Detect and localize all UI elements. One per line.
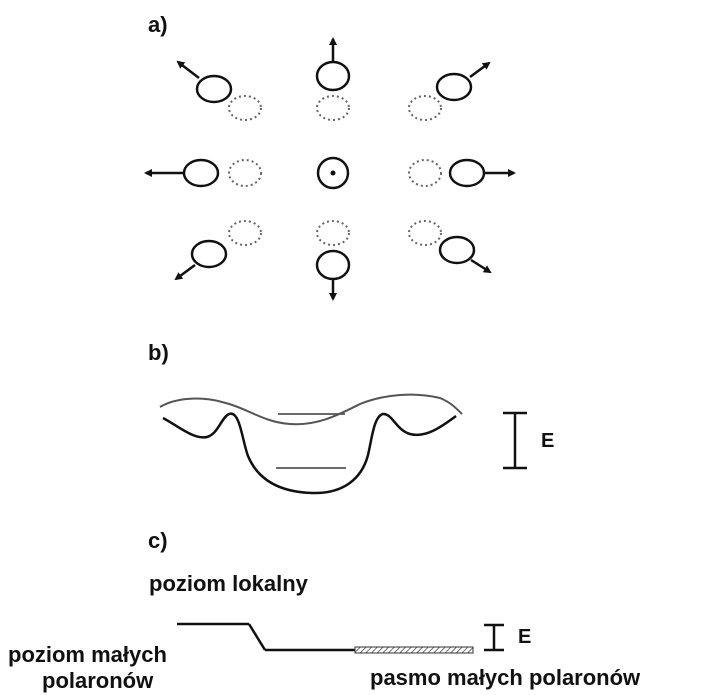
polaron-potential-well-curve bbox=[162, 412, 457, 495]
displacement-arrow-top-right bbox=[469, 61, 491, 79]
small-polaron-level-label-line1: poziom małych bbox=[8, 642, 167, 667]
displaced-atom-top bbox=[315, 60, 351, 92]
displaced-atom-bottom bbox=[315, 249, 351, 281]
equilibrium-position-bottom-right bbox=[408, 220, 442, 246]
panel-label-a: a) bbox=[148, 12, 168, 37]
displaced-atom-bottom-left bbox=[190, 239, 228, 269]
displacement-arrow-bottom-right bbox=[470, 258, 492, 274]
displaced-atom-right bbox=[448, 158, 486, 188]
energy-label-b: E bbox=[541, 430, 555, 452]
energy-level-diagram bbox=[177, 622, 504, 654]
displaced-atom-top-left bbox=[195, 74, 233, 104]
equilibrium-position-top-left bbox=[228, 95, 262, 121]
equilibrium-position-bottom bbox=[316, 220, 350, 246]
energy-label-c: E bbox=[518, 626, 532, 648]
central-charge-dot bbox=[330, 170, 336, 176]
small-polaron-level-label-line2: polaronów bbox=[42, 668, 154, 693]
undistorted-potential-curve bbox=[159, 393, 463, 426]
equilibrium-position-top bbox=[316, 95, 350, 121]
equilibrium-position-right bbox=[408, 159, 442, 187]
displaced-atom-bottom-right bbox=[438, 235, 476, 265]
displaced-atom-top-right bbox=[435, 72, 473, 102]
equilibrium-position-top-right bbox=[408, 95, 442, 121]
small-polaron-band bbox=[354, 646, 474, 654]
panel-label-c: c) bbox=[148, 528, 168, 553]
central-atom bbox=[316, 156, 350, 190]
panel-label-b: b) bbox=[148, 340, 169, 365]
potential-well-diagram bbox=[159, 393, 527, 495]
local-level-label: poziom lokalny bbox=[149, 571, 308, 596]
small-polaron-band-label: pasmo małych polaronów bbox=[370, 665, 641, 690]
displaced-atom-left bbox=[182, 158, 220, 188]
level-transition-slope bbox=[247, 623, 267, 651]
lattice-displacement-diagram bbox=[144, 37, 516, 301]
displacement-arrow-bottom-left bbox=[174, 263, 196, 281]
displacement-arrow-top-left bbox=[176, 60, 200, 79]
equilibrium-position-left bbox=[228, 159, 262, 187]
equilibrium-position-bottom-left bbox=[228, 220, 262, 246]
